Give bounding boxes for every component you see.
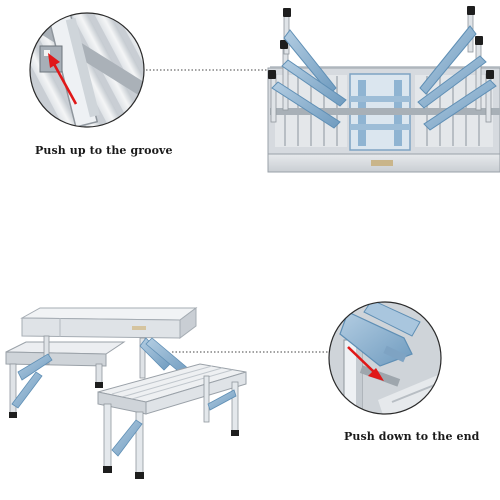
red-arrow-up-icon xyxy=(48,53,78,105)
caption-push-down: Push down to the end xyxy=(344,430,480,443)
folding-braces xyxy=(271,25,497,131)
detail-circle-top xyxy=(29,12,145,128)
caption-push-up: Push up to the groove xyxy=(35,144,173,157)
blue-bracket xyxy=(339,302,421,367)
red-arrow-down-icon xyxy=(347,346,384,381)
detail-circle-bottom xyxy=(328,301,442,415)
leg-slider xyxy=(39,14,100,127)
table-assembled xyxy=(5,307,247,479)
bench-slats xyxy=(111,365,233,400)
table-upside-down xyxy=(267,6,500,173)
